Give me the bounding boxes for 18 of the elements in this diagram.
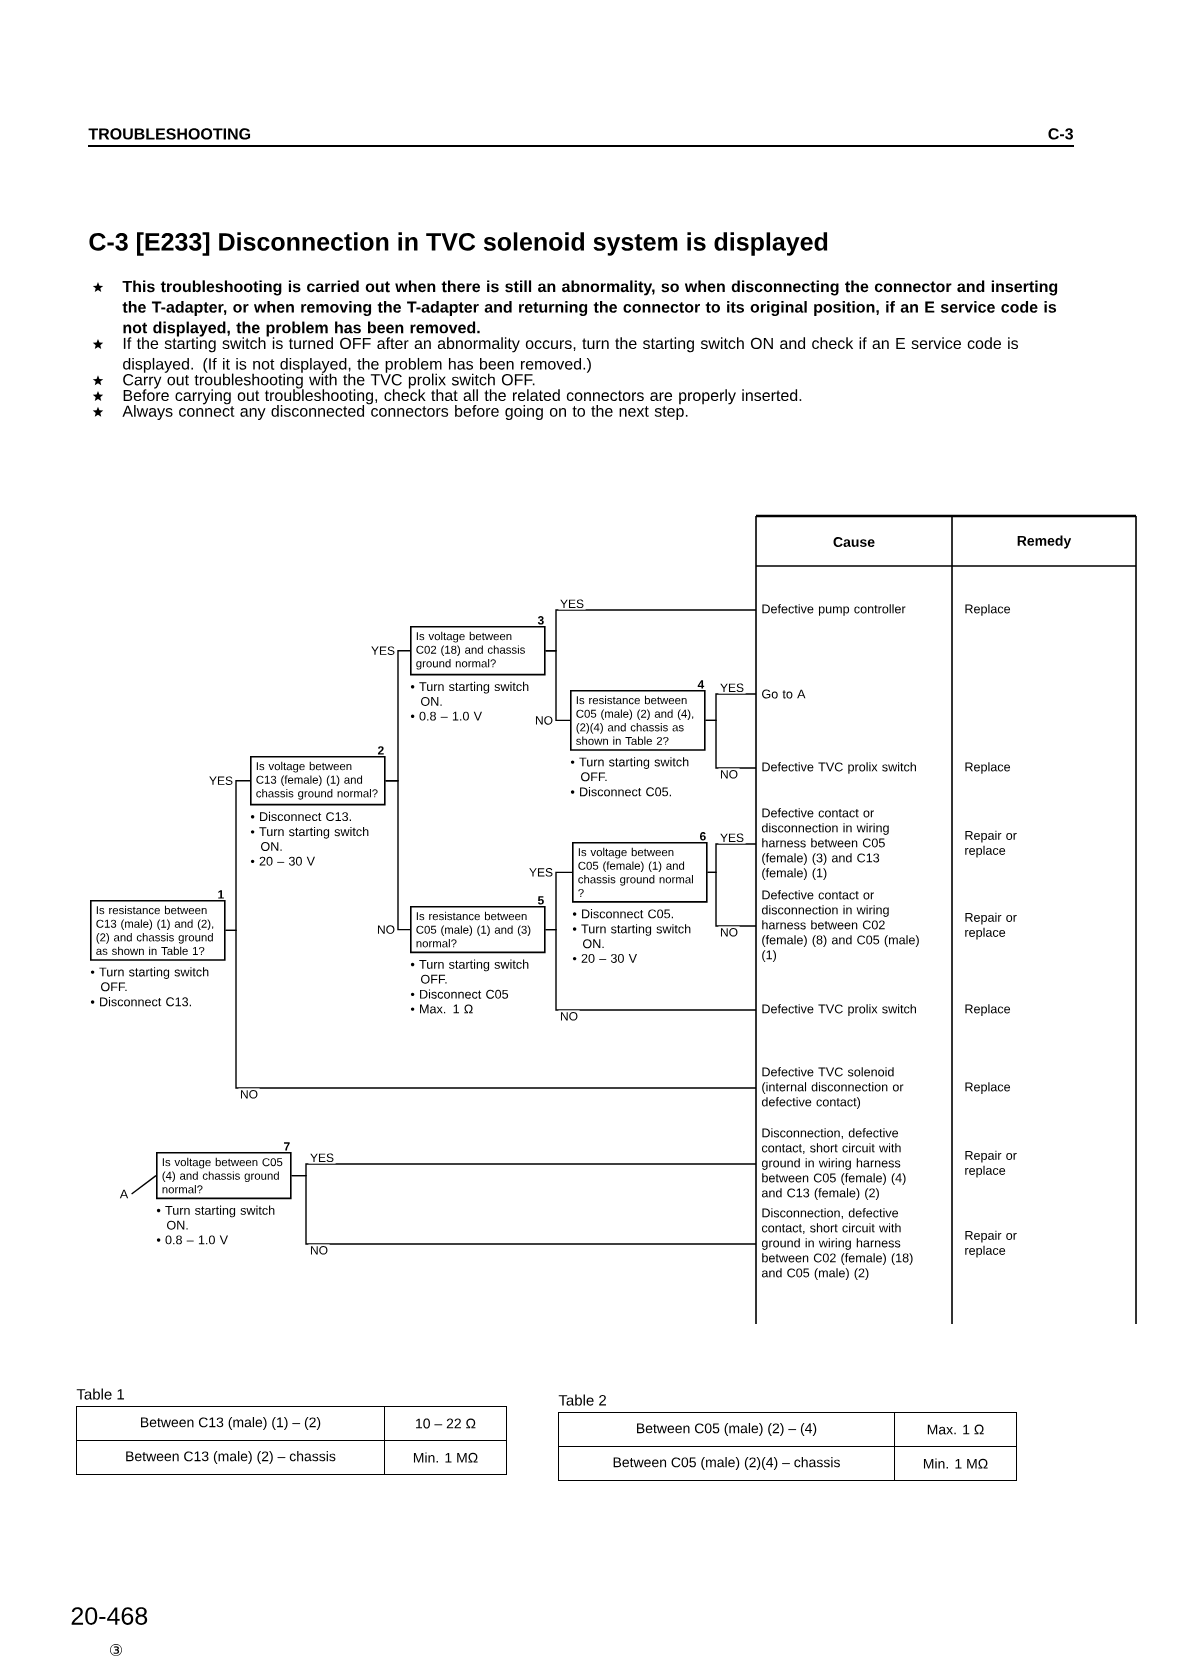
connector-line: [130, 1174, 157, 1195]
connector-line: [384, 780, 411, 931]
section-code: C-3: [1048, 128, 1073, 140]
note-text: Carry out troubleshooting with the TVC prolix switch OFF.: [123, 373, 535, 389]
connector-line: [706, 871, 757, 927]
page-number: 20-468: [71, 1607, 148, 1625]
connector-line: [224, 929, 757, 1089]
heading: C-3 [E233] Disconnection in TVC solenoid system is displayed: [89, 232, 828, 256]
running-header: TROUBLESHOOTING: [88, 128, 251, 140]
connector-line: [544, 650, 571, 722]
revision-mark: ③: [110, 1644, 122, 1656]
connector-line: [544, 928, 757, 1011]
note-text: Before carrying out troubleshooting, check that all the related connectors are properly inserted.: [123, 389, 802, 405]
note-text: This troubleshooting is carried out when there is still an abnormality, so when disconnecting the connector and inserting the T-adapter, or when removing the T-adapter and returning the connector to its original position, if an E service code is not displayed, the problem has been removed.: [122, 280, 1058, 337]
note-text: Always connect any disconnected connectors before going on to the next step.: [122, 405, 688, 420]
connector-line: [290, 1174, 757, 1245]
note-text: If the starting switch is turned OFF after an abnormality occurs, turn the starting switch ON and check if an E service code is displayed. (If it is not displayed, the problem has been removed.): [123, 337, 1019, 373]
connector-line: [704, 719, 757, 769]
